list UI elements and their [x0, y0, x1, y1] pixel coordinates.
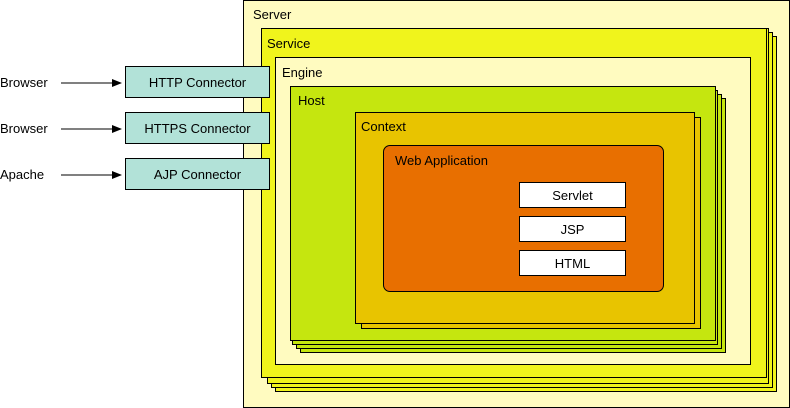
client-label-browser-2: Browser	[0, 121, 48, 136]
client-label-apache: Apache	[0, 167, 45, 182]
http-connector-label: HTTP Connector	[148, 74, 247, 90]
html-box: HTML	[519, 250, 626, 276]
servlet-box: Servlet	[519, 182, 626, 208]
server-label: Server	[253, 7, 292, 22]
http-connector-box: HTTP Connector	[125, 66, 270, 98]
engine-label: Engine	[282, 65, 323, 80]
ajp-connector-box: AJP Connector	[125, 158, 270, 190]
context-label: Context	[361, 119, 406, 134]
https-connector-box: HTTPS Connector	[125, 112, 270, 144]
web-application-label: Web Application	[395, 153, 488, 168]
jsp-label: JSP	[560, 221, 585, 237]
host-label: Host	[298, 93, 325, 108]
service-label: Service	[267, 36, 311, 51]
servlet-label: Servlet	[552, 187, 593, 203]
jsp-box: JSP	[519, 216, 626, 242]
https-connector-label: HTTPS Connector	[144, 120, 251, 136]
ajp-connector-label: AJP Connector	[153, 166, 242, 182]
html-label: HTML	[554, 255, 591, 271]
client-label-browser-1: Browser	[0, 75, 48, 90]
